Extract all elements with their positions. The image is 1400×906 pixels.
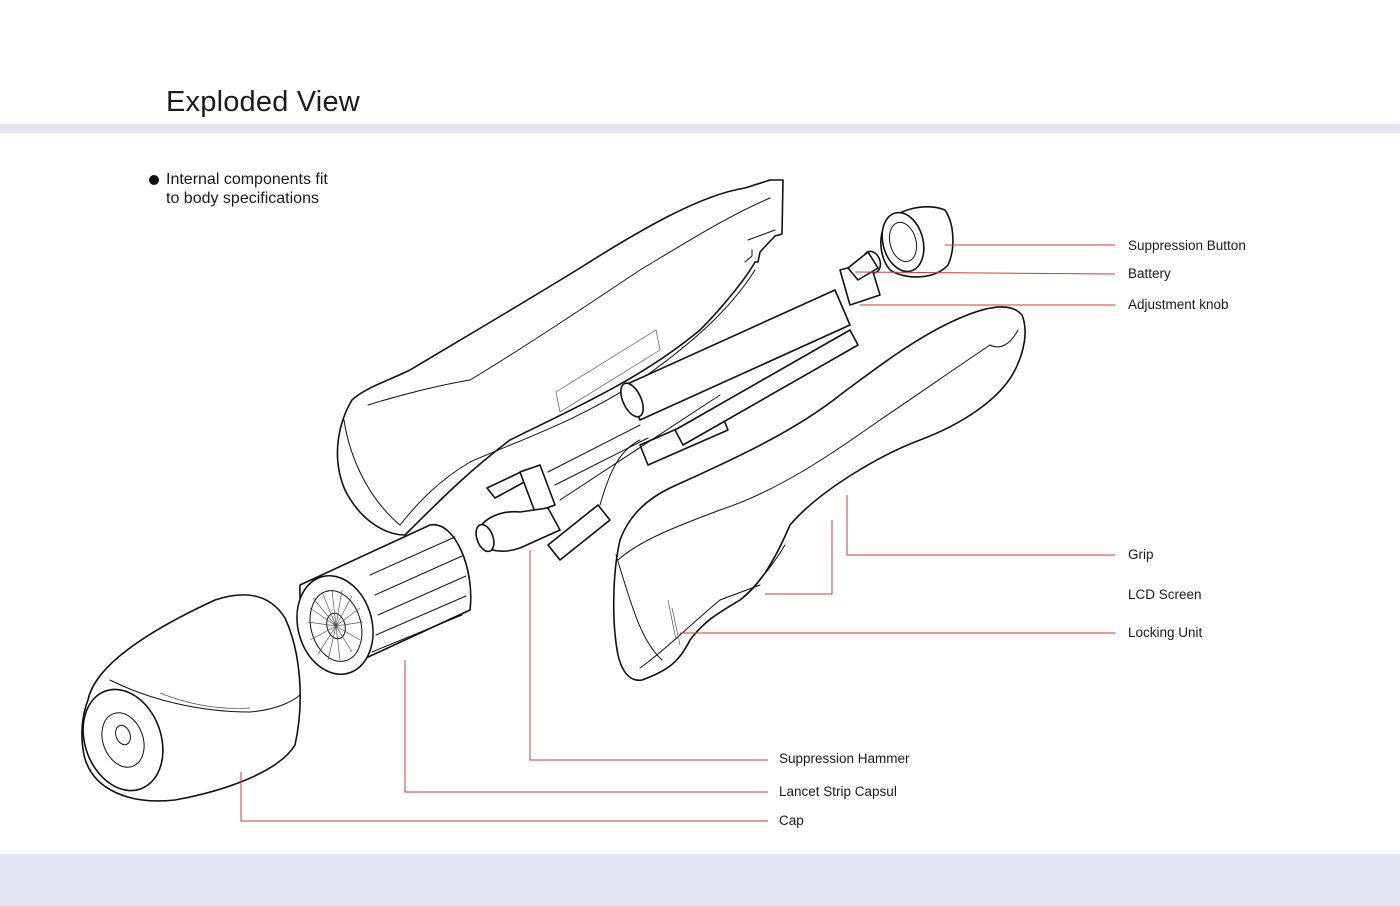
cap-drawing [81,594,301,802]
bullet-note: Internal components fit to body specific… [166,170,328,208]
label-lancet-strip-capsul: Lancet Strip Capsul [779,784,897,799]
label-cap: Cap [779,813,804,828]
label-suppression-hammer: Suppression Hammer [779,751,910,766]
upper-shell-drawing [336,179,784,536]
label-lcd-screen: LCD Screen [1128,587,1202,602]
leader-lines [240,244,1116,822]
label-battery: Battery [1128,266,1171,281]
label-grip: Grip [1128,547,1154,562]
bullet-note-line-2: to body specifications [166,190,319,207]
label-locking-unit: Locking Unit [1128,625,1203,640]
footer-band [0,854,1400,906]
bullet-note-line-1: Internal components fit [166,171,328,188]
mechanism-drawing [475,261,881,561]
leader-lcd-screen [765,520,833,595]
suppression-button-drawing [880,206,954,278]
lancet-capsule-drawing [296,524,472,676]
leader-suppression-hammer [529,550,768,761]
battery-drawing [847,250,882,281]
page-title: Exploded View [166,86,360,118]
leader-battery [854,271,1116,275]
leader-cap [240,772,768,822]
leader-lancet-strip-capsul [404,660,768,793]
leader-grip [846,495,1115,556]
label-suppression-button: Suppression Button [1128,238,1246,253]
bullet-icon [149,175,159,185]
header-band [0,124,1400,133]
label-adjustment-knob: Adjustment knob [1128,297,1229,312]
